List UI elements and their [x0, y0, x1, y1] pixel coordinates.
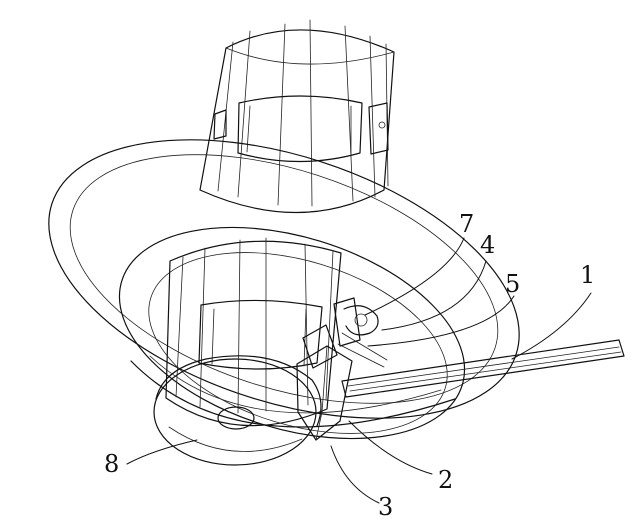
- leader-7: [364, 237, 465, 316]
- leader-8: [126, 439, 198, 465]
- leader-1: [511, 292, 592, 360]
- leader-5: [367, 295, 515, 347]
- leader-3: [330, 445, 380, 504]
- bar-member: [341, 339, 625, 398]
- lower-cylinder: [165, 237, 342, 427]
- leader-2: [348, 420, 433, 475]
- bracket-assembly: [296, 297, 388, 441]
- upper-cylindrical-housing: [199, 19, 395, 213]
- label-1: 1: [580, 261, 595, 289]
- label-5: 5: [505, 270, 520, 298]
- callout-leaders: [126, 237, 592, 504]
- label-3: 3: [378, 493, 393, 521]
- leader-4: [381, 260, 487, 331]
- label-7: 7: [459, 210, 474, 238]
- main-flange: [48, 139, 520, 440]
- label-4: 4: [480, 231, 495, 259]
- callout-labels: 1 2 3 4 5 7 8: [104, 210, 595, 521]
- end-cap: [153, 355, 322, 466]
- label-2: 2: [438, 466, 453, 494]
- label-8: 8: [104, 450, 119, 478]
